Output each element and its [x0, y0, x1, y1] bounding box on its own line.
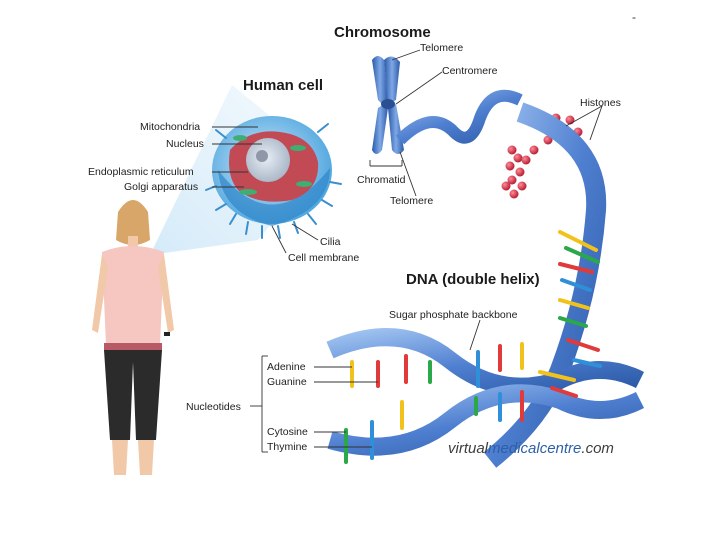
histone-bead [508, 146, 517, 155]
nucleotides-label: Nucleotides [186, 401, 241, 413]
nucleus-label: Nucleus [166, 138, 204, 150]
histone-bead [530, 146, 539, 155]
cilia-label: Cilia [320, 236, 340, 248]
chromatid-label: Chromatid [357, 174, 405, 186]
watermark: virtualmedicalcentre.com [448, 440, 614, 457]
human-cell-title: Human cell [243, 77, 323, 94]
histone-bead [506, 162, 515, 171]
dna-title: DNA (double helix) [406, 271, 540, 288]
golgi-label: Golgi apparatus [124, 181, 198, 193]
histone-bead [502, 182, 511, 191]
histone-bead [522, 156, 531, 165]
histone-bead [516, 168, 525, 177]
telomere-bottom-label: Telomere [390, 195, 433, 207]
mitochondria-label: Mitochondria [140, 121, 200, 133]
histone-bead [510, 190, 519, 199]
corner-mark: - [632, 10, 636, 24]
telomere-top-label: Telomere [420, 42, 463, 54]
thymine-label: Thymine [267, 441, 307, 453]
cytosine-label: Cytosine [267, 426, 308, 438]
histone-bead [518, 182, 527, 191]
cell-membrane-label: Cell membrane [288, 252, 359, 264]
adenine-label: Adenine [267, 361, 306, 373]
backbone-label: Sugar phosphate backbone [389, 309, 517, 321]
er-label: Endoplasmic reticulum [88, 166, 194, 178]
guanine-label: Guanine [267, 376, 307, 388]
histones-label: Histones [580, 97, 621, 109]
chromosome-title: Chromosome [334, 24, 431, 41]
histone-bead [514, 154, 523, 163]
histone-bead [566, 116, 575, 125]
centromere-label: Centromere [442, 65, 497, 77]
